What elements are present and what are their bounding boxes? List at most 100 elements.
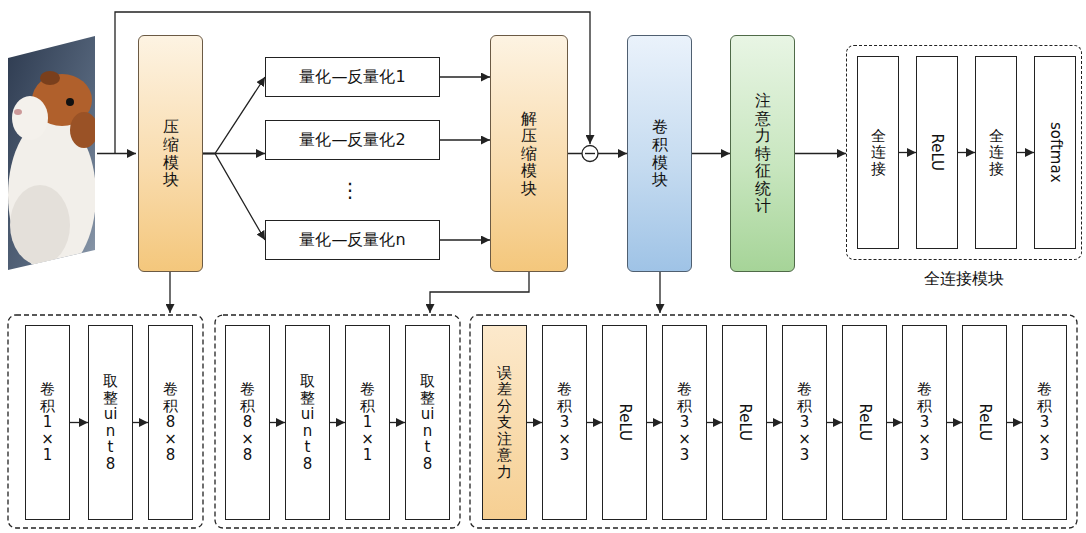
layer-box: ReLU (842, 325, 887, 520)
flow-arrow (440, 239, 490, 240)
box-label: 卷积模块 (652, 118, 668, 188)
box-label: 卷积 8×8 (163, 381, 178, 464)
layer-box: 取整 uint8 (405, 325, 450, 520)
guinea-pig-patch (70, 112, 98, 148)
guinea-pig-fur (10, 185, 70, 265)
flow-arrow (440, 76, 490, 77)
box-label: 取整 uint8 (300, 373, 315, 472)
flow-arrow (707, 422, 722, 423)
layer-box: 卷积 1×1 (25, 325, 70, 520)
module-box: 注意力 特征统计 (730, 35, 795, 272)
box-label: 量化—反量化1 (299, 67, 405, 88)
flow-arrow (203, 154, 265, 241)
layer-box: ReLU (722, 325, 767, 520)
layer-box: 卷积 8×8 (225, 325, 270, 520)
detail-leader (659, 272, 660, 313)
layer-box: 卷积 1×1 (345, 325, 390, 520)
flow-arrow (587, 422, 602, 423)
module-box: 卷积模块 (627, 35, 692, 272)
detail-leader (169, 272, 170, 313)
input-arrow (97, 153, 136, 154)
module-box: 解压缩模块 (490, 35, 568, 272)
layer-box: 取整 uint8 (285, 325, 330, 520)
layer-box: 卷积 8×8 (148, 325, 193, 520)
flow-arrow (133, 422, 148, 423)
box-label: 压缩模块 (163, 118, 179, 188)
layer-box: 卷积 3×3 (662, 325, 707, 520)
layer-box: 卷积 3×3 (902, 325, 947, 520)
process-box: 量化—反量化2 (265, 120, 440, 160)
box-label: 量化—反量化2 (299, 130, 405, 151)
flow-arrow (887, 422, 902, 423)
box-label: softmax (1047, 122, 1064, 183)
layer-box: 卷积 3×3 (542, 325, 587, 520)
box-label: 误差分支注意力 (497, 365, 512, 481)
box-label: ReLU (616, 404, 633, 442)
box-label: 全连接 (871, 128, 886, 178)
layer-box: 卷积 3×3 (782, 325, 827, 520)
layer-box: 全连接 (975, 56, 1017, 249)
box-label: 注意力 特征统计 (755, 92, 771, 215)
flow-arrow (440, 139, 490, 140)
guinea-pig-eye (66, 98, 74, 106)
ellipsis-mark: ⋮ (340, 180, 360, 200)
box-label: 量化—反量化n (299, 230, 405, 251)
box-label: 卷积 1×1 (40, 381, 55, 464)
flow-arrow (270, 422, 285, 423)
flow-arrow (767, 422, 782, 423)
box-label: 卷积 1×1 (360, 381, 375, 464)
process-box: 量化—反量化1 (265, 57, 440, 97)
group-box: 全连接模块全连接ReLU全连接softmax (846, 45, 1082, 260)
detail-group (215, 315, 460, 528)
box-label: 卷积 8×8 (240, 381, 255, 464)
flow-arrow (70, 422, 88, 423)
box-label: 卷积 3×3 (677, 381, 692, 464)
detail-leader (430, 272, 529, 313)
module-box: 压缩模块 (138, 35, 203, 272)
layer-box: 取整 uint8 (88, 325, 133, 520)
guinea-pig-nose (14, 109, 22, 115)
flow-arrow (330, 422, 345, 423)
group-title: 全连接模块 (847, 269, 1081, 290)
detail-group (8, 315, 203, 528)
box-label: ReLU (856, 404, 873, 442)
layer-box: ReLU (602, 325, 647, 520)
flow-arrow (692, 153, 730, 154)
box-label: 卷积 3×3 (917, 381, 932, 464)
box-label: 全连接 (989, 128, 1004, 178)
box-label: 取整 uint8 (103, 373, 118, 472)
layer-box: 全连接 (857, 56, 899, 249)
flow-arrow (203, 77, 265, 154)
flow-arrow (827, 422, 842, 423)
process-box: 量化—反量化n (265, 220, 440, 260)
flow-arrow (1017, 152, 1034, 153)
box-label: 卷积 3×3 (797, 381, 812, 464)
guinea-pig-ear (40, 71, 60, 85)
flow-arrow (390, 422, 405, 423)
flow-arrow (795, 153, 846, 154)
box-label: 解压缩模块 (521, 110, 537, 198)
flow-arrow (647, 422, 662, 423)
input-photo (8, 36, 98, 273)
layer-box: ReLU (962, 325, 1007, 520)
subtract-symbol (582, 146, 598, 162)
attention-box: 误差分支注意力 (482, 325, 527, 520)
flow-arrow (958, 152, 975, 153)
subtract-symbol-bar (585, 153, 595, 154)
box-label: 卷积 3×3 (1037, 381, 1052, 464)
layer-box: 卷积 3×3 (1022, 325, 1067, 520)
flow-arrow (527, 422, 542, 423)
detail-group (470, 315, 1077, 528)
box-label: ReLU (976, 404, 993, 442)
box-label: 取整 uint8 (420, 373, 435, 472)
box-label: ReLU (736, 404, 753, 442)
box-label: ReLU (929, 134, 946, 172)
box-label: 卷积 3×3 (557, 381, 572, 464)
flow-arrow (947, 422, 962, 423)
layer-box: softmax (1034, 56, 1076, 249)
flow-arrow (899, 152, 916, 153)
flow-arrow (1007, 422, 1022, 423)
guinea-pig-cheek (12, 96, 48, 140)
layer-box: ReLU (916, 56, 958, 249)
